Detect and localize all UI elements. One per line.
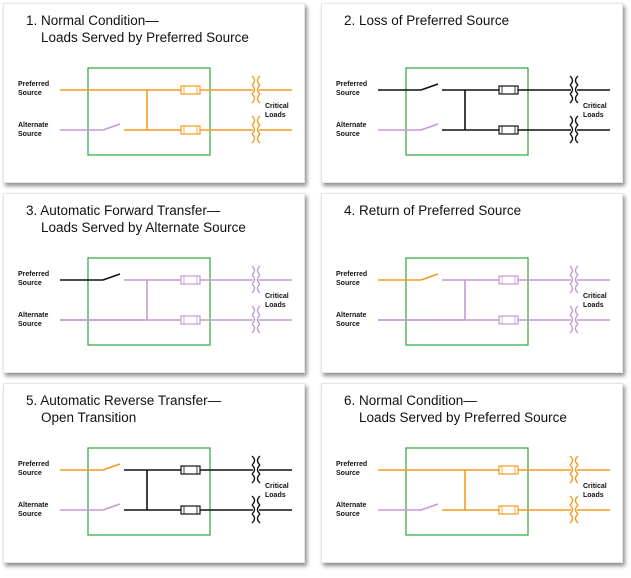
- alternate-source-label: Alternate: [18, 122, 48, 129]
- panel-5: 5. Automatic Reverse Transfer— Open Tran…: [3, 383, 305, 563]
- preferred-source-switch-blade: [102, 273, 121, 281]
- transformer-coil-icon: [251, 75, 256, 104]
- critical-loads-label: Critical: [265, 103, 289, 110]
- preferred-source-label: Source: [18, 90, 42, 97]
- alternate-source-label: Source: [336, 511, 360, 518]
- preferred-source-label: Preferred: [336, 461, 367, 468]
- alternate-source-switch-blade: [102, 503, 121, 511]
- panel-3: 3. Automatic Forward Transfer— Loads Ser…: [3, 193, 305, 373]
- critical-loads-label: Critical: [583, 103, 607, 110]
- transformer-coil-icon: [251, 495, 256, 524]
- critical-loads-label: Critical: [583, 483, 607, 490]
- alternate-source-label: Source: [18, 131, 42, 138]
- panel-title: 3. Automatic Forward Transfer— Loads Ser…: [26, 203, 246, 235]
- circuit-diagram: PreferredSourceAlternateSourceCriticalLo…: [336, 257, 610, 346]
- transformer-coil-icon: [574, 495, 579, 524]
- panel-title: 2. Loss of Preferred Source: [344, 13, 510, 28]
- circuit-diagram: PreferredSourceAlternateSourceCriticalLo…: [18, 447, 292, 536]
- alternate-source-label: Source: [18, 511, 42, 518]
- transformer-coil-icon: [256, 265, 261, 294]
- transfer-switch-enclosure: [87, 67, 211, 156]
- transformer-coil-icon: [256, 75, 261, 104]
- alternate-source-label: Source: [18, 321, 42, 328]
- panel-title: 5. Automatic Reverse Transfer— Open Tran…: [26, 393, 222, 425]
- alternate-source-label: Alternate: [336, 122, 366, 129]
- preferred-source-label: Source: [336, 470, 360, 477]
- preferred-source-label: Preferred: [18, 271, 49, 278]
- transformer-coil-icon: [574, 305, 579, 334]
- critical-loads-label: Loads: [583, 302, 604, 309]
- preferred-source-label: Source: [336, 90, 360, 97]
- transfer-switch-enclosure: [87, 447, 211, 536]
- preferred-source-label: Source: [18, 280, 42, 287]
- panel-6: 6. Normal Condition— Loads Served by Pre…: [321, 383, 623, 563]
- preferred-source-label: Source: [18, 470, 42, 477]
- preferred-source-label: Preferred: [336, 81, 367, 88]
- alternate-source-switch-blade: [420, 123, 439, 131]
- circuit-diagram: PreferredSourceAlternateSourceCriticalLo…: [336, 447, 610, 536]
- preferred-source-label: Source: [336, 280, 360, 287]
- transformer-coil-icon: [574, 115, 579, 144]
- panel-title: 6. Normal Condition— Loads Served by Pre…: [344, 393, 567, 425]
- transformer-coil-icon: [251, 455, 256, 484]
- transformer-coil-icon: [256, 455, 261, 484]
- transformer-coil-icon: [256, 495, 261, 524]
- circuit-diagram: PreferredSourceAlternateSourceCriticalLo…: [18, 67, 292, 156]
- transformer-coil-icon: [569, 495, 574, 524]
- transformer-coil-icon: [574, 455, 579, 484]
- transformer-coil-icon: [251, 265, 256, 294]
- transformer-coil-icon: [251, 115, 256, 144]
- preferred-source-switch-blade: [102, 463, 121, 471]
- preferred-source-label: Preferred: [18, 81, 49, 88]
- alternate-source-label: Alternate: [18, 502, 48, 509]
- transfer-switch-enclosure: [405, 257, 529, 346]
- preferred-source-label: Preferred: [336, 271, 367, 278]
- preferred-source-label: Preferred: [18, 461, 49, 468]
- transformer-coil-icon: [251, 305, 256, 334]
- critical-loads-label: Loads: [265, 492, 286, 499]
- transformer-coil-icon: [574, 75, 579, 104]
- critical-loads-label: Loads: [265, 302, 286, 309]
- alternate-source-switch-blade: [420, 503, 439, 511]
- critical-loads-label: Critical: [265, 293, 289, 300]
- transfer-switch-enclosure: [405, 67, 529, 156]
- alternate-source-label: Source: [336, 131, 360, 138]
- alternate-source-label: Alternate: [336, 312, 366, 319]
- critical-loads-label: Critical: [583, 293, 607, 300]
- critical-loads-label: Loads: [583, 112, 604, 119]
- alternate-source-label: Alternate: [336, 502, 366, 509]
- panel-title: 1. Normal Condition— Loads Served by Pre…: [26, 13, 249, 45]
- preferred-source-switch-blade: [420, 83, 439, 91]
- transformer-coil-icon: [569, 305, 574, 334]
- circuit-diagram: PreferredSourceAlternateSourceCriticalLo…: [18, 257, 292, 346]
- panel-1: 1. Normal Condition— Loads Served by Pre…: [3, 3, 305, 183]
- alternate-source-label: Alternate: [18, 312, 48, 319]
- critical-loads-label: Loads: [583, 492, 604, 499]
- alternate-source-switch-blade: [102, 123, 121, 131]
- preferred-source-switch-blade: [420, 273, 439, 281]
- circuit-diagram: PreferredSourceAlternateSourceCriticalLo…: [336, 67, 610, 156]
- panel-title: 4. Return of Preferred Source: [344, 203, 522, 218]
- transfer-switch-enclosure: [87, 257, 211, 346]
- transformer-coil-icon: [256, 115, 261, 144]
- transformer-coil-icon: [569, 75, 574, 104]
- critical-loads-label: Critical: [265, 483, 289, 490]
- critical-loads-label: Loads: [265, 112, 286, 119]
- transformer-coil-icon: [569, 115, 574, 144]
- alternate-source-label: Source: [336, 321, 360, 328]
- transformer-coil-icon: [569, 265, 574, 294]
- transformer-coil-icon: [574, 265, 579, 294]
- transfer-switch-enclosure: [405, 447, 529, 536]
- transformer-coil-icon: [569, 455, 574, 484]
- transformer-coil-icon: [256, 305, 261, 334]
